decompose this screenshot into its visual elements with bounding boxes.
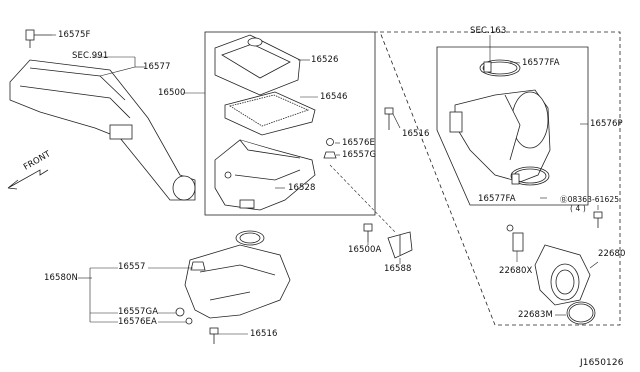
o-ring-22683M-icon bbox=[566, 301, 596, 325]
label-16577: 16577 bbox=[143, 62, 171, 72]
bolt-08363-icon bbox=[593, 211, 603, 228]
label-22680: 22680 bbox=[598, 249, 626, 259]
label-16577FA-top: 16577FA bbox=[522, 58, 560, 68]
grommet-16557GA-icon bbox=[175, 307, 185, 317]
label-16576P: 16576P bbox=[590, 119, 623, 129]
grommet-16576E-icon bbox=[326, 138, 334, 146]
label-16516-top: 16516 bbox=[402, 129, 430, 139]
dashed-leaders bbox=[329, 31, 396, 233]
label-16557G: 16557G bbox=[342, 150, 377, 160]
label-16580N: 16580N bbox=[44, 273, 78, 283]
label-22680X: 22680X bbox=[499, 266, 533, 276]
sensor-22680X-icon bbox=[506, 224, 524, 252]
bracket-16588-icon bbox=[387, 231, 413, 259]
clamp-16577FA-bottom-icon bbox=[510, 166, 550, 186]
filter-element-16546-icon bbox=[224, 91, 316, 136]
label-16528: 16528 bbox=[288, 183, 316, 193]
label-16577FA-bottom: 16577FA bbox=[478, 194, 516, 204]
label-16557: 16557 bbox=[118, 262, 146, 272]
bolt-16557-icon bbox=[190, 261, 206, 271]
bolt-16500A-icon bbox=[363, 223, 373, 242]
label-16526: 16526 bbox=[311, 55, 339, 65]
label-16557GA: 16557GA bbox=[118, 307, 159, 317]
bolt-16516-bottom-icon bbox=[209, 327, 219, 344]
airflow-meter-22680-icon bbox=[534, 244, 591, 306]
grommet-16557G-icon bbox=[323, 151, 337, 159]
label-16546: 16546 bbox=[320, 92, 348, 102]
duct-inner-frame bbox=[436, 46, 589, 206]
front-arrow-icon bbox=[7, 169, 49, 190]
grommet-16576EA-icon bbox=[185, 317, 193, 325]
air-cleaner-group-frame bbox=[204, 31, 376, 216]
label-16575F: 16575F bbox=[58, 30, 91, 40]
label-16516-bottom: 16516 bbox=[250, 329, 278, 339]
bolt-16516-top-icon bbox=[384, 107, 394, 130]
air-cleaner-case-16528-icon bbox=[214, 139, 316, 211]
label-16576EA: 16576EA bbox=[118, 317, 157, 327]
duct-group-frame-dashed bbox=[379, 31, 621, 326]
label-bolt-08363: Ⓑ08363-61625 bbox=[560, 195, 620, 204]
label-16588: 16588 bbox=[384, 264, 412, 274]
label-16500: 16500 bbox=[158, 88, 186, 98]
label-bolt-qty: ( 4 ) bbox=[570, 204, 586, 213]
clamp-16577FA-top-icon bbox=[479, 59, 521, 77]
inlet-duct-16577-icon bbox=[9, 59, 196, 201]
label-22683M: 22683M bbox=[518, 310, 553, 320]
label-16576E: 16576E bbox=[342, 138, 376, 148]
air-duct-16576P-icon bbox=[449, 89, 551, 183]
air-cleaner-cover-16526-icon bbox=[214, 34, 301, 96]
resonator-16580N-icon bbox=[184, 230, 291, 319]
label-sec163: SEC.163 bbox=[470, 26, 507, 36]
leader-lines bbox=[52, 34, 599, 335]
label-sec991: SEC.991 bbox=[72, 51, 109, 61]
label-16500A: 16500A bbox=[348, 245, 382, 255]
diagram-id: J1650126 bbox=[580, 358, 624, 368]
clip-16575F-icon bbox=[25, 29, 52, 48]
